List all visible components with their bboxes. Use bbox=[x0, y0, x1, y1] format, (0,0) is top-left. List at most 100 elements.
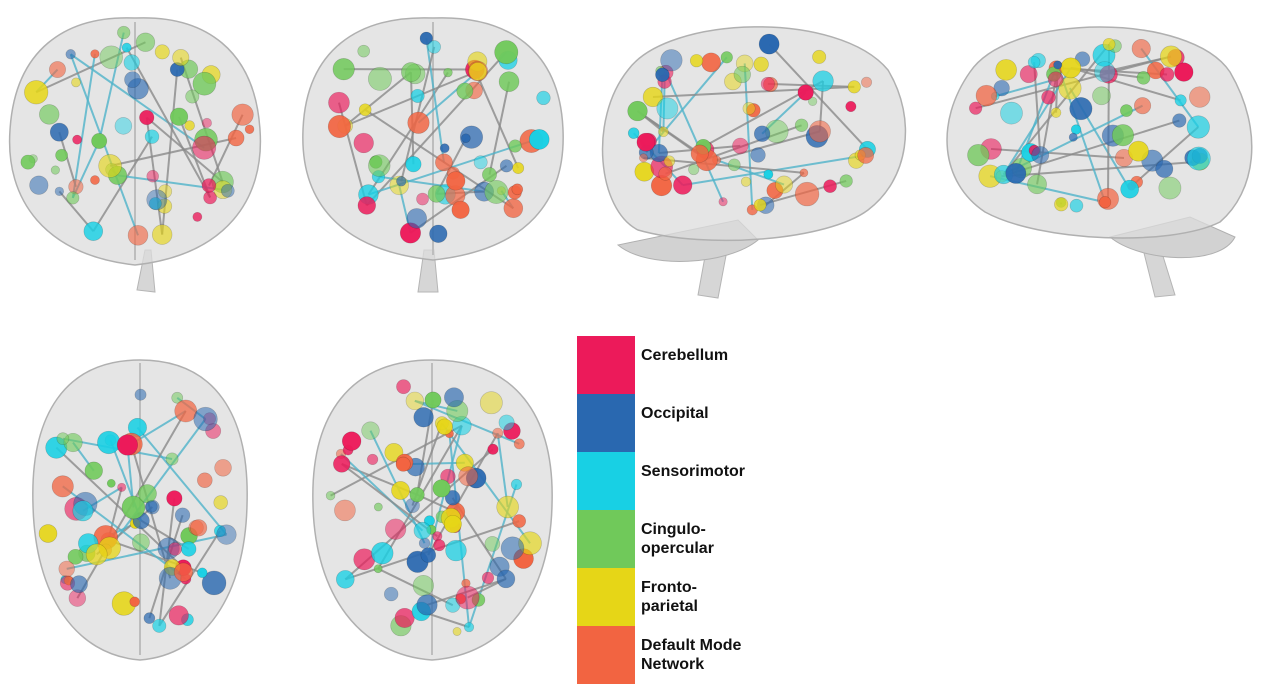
brain-node bbox=[21, 155, 35, 169]
brain-node bbox=[440, 144, 449, 153]
brain-node bbox=[115, 117, 132, 134]
brain-node bbox=[628, 101, 648, 121]
brain-node bbox=[396, 457, 410, 471]
brain-node bbox=[1159, 177, 1181, 199]
brain-node bbox=[824, 180, 837, 193]
brain-node bbox=[456, 586, 479, 609]
legend-item-sensorimotor: Sensorimotor bbox=[577, 452, 777, 510]
brain-node bbox=[153, 619, 166, 632]
brain-node bbox=[446, 540, 467, 561]
brain-node bbox=[84, 222, 103, 241]
brain-node bbox=[719, 197, 727, 205]
brain-node bbox=[408, 112, 430, 134]
brain-node bbox=[396, 380, 410, 394]
brain-node bbox=[485, 180, 508, 203]
brain-node bbox=[474, 156, 487, 169]
brain-node bbox=[812, 50, 825, 63]
brain-node bbox=[86, 544, 107, 565]
brain-node bbox=[488, 444, 499, 455]
brain-node bbox=[67, 192, 79, 204]
brain-node bbox=[85, 462, 103, 480]
brain-node bbox=[1187, 147, 1210, 170]
brain-node bbox=[215, 459, 232, 476]
brain-node bbox=[362, 422, 380, 440]
brain-node bbox=[661, 49, 683, 71]
brain-node bbox=[410, 487, 425, 502]
brain-node bbox=[342, 432, 361, 451]
brain-node bbox=[500, 160, 513, 173]
brain-node bbox=[728, 159, 740, 171]
brain-view-sagittal-right bbox=[930, 12, 1265, 300]
brain-node bbox=[1099, 196, 1111, 208]
legend-label-cingulo-opercular: Cingulo- opercular bbox=[641, 520, 781, 558]
brain-node bbox=[419, 538, 430, 549]
legend-swatch-occipital bbox=[577, 394, 635, 452]
brain-view-axial-top bbox=[305, 355, 560, 665]
brain-node bbox=[497, 570, 515, 588]
brain-node bbox=[509, 140, 522, 153]
brain-node bbox=[1175, 95, 1186, 106]
brain-node bbox=[425, 392, 441, 408]
legend-swatch-sensorimotor bbox=[577, 452, 635, 510]
brain-node bbox=[328, 115, 350, 137]
brain-node bbox=[73, 135, 82, 144]
brain-node bbox=[181, 542, 196, 557]
brain-node bbox=[485, 536, 500, 551]
brain-node bbox=[145, 130, 159, 144]
brain-node bbox=[125, 72, 141, 88]
brain-node bbox=[754, 199, 766, 211]
brain-node bbox=[124, 55, 140, 71]
brain-node bbox=[1027, 175, 1046, 194]
brain-node bbox=[417, 595, 437, 615]
brain-node bbox=[1061, 58, 1081, 78]
brain-node bbox=[529, 129, 549, 149]
brain-node bbox=[659, 167, 672, 180]
brain-node bbox=[128, 225, 148, 245]
brain-node bbox=[51, 166, 60, 175]
legend-swatch-fronto-parietal bbox=[577, 568, 635, 626]
brain-node bbox=[152, 225, 172, 245]
brain-node bbox=[197, 473, 212, 488]
brain-node bbox=[754, 57, 769, 72]
brain-node bbox=[395, 608, 414, 627]
brain-node bbox=[469, 62, 487, 80]
brain-node bbox=[759, 34, 779, 54]
brain-node bbox=[1132, 39, 1151, 58]
brain-node bbox=[453, 627, 461, 635]
brain-node bbox=[55, 187, 64, 196]
brain-node bbox=[968, 144, 990, 166]
brain-node bbox=[1175, 63, 1194, 82]
brain-node bbox=[175, 508, 190, 523]
brain-node bbox=[414, 407, 434, 427]
brain-node bbox=[202, 179, 216, 193]
brain-node bbox=[1006, 163, 1026, 183]
brain-node bbox=[91, 50, 100, 59]
brain-node bbox=[169, 542, 182, 555]
brain-node bbox=[56, 149, 68, 161]
brain-node bbox=[194, 407, 218, 431]
brain-node bbox=[192, 136, 215, 159]
brain-node bbox=[416, 193, 428, 205]
brain-node bbox=[135, 389, 146, 400]
brain-node bbox=[495, 40, 518, 63]
brain-node bbox=[117, 483, 125, 491]
brain-node bbox=[1054, 61, 1062, 69]
brain-node bbox=[130, 597, 140, 607]
brain-node bbox=[504, 199, 523, 218]
brain-node bbox=[1103, 38, 1115, 50]
legend-swatch-cerebellum bbox=[577, 336, 635, 394]
brain-node bbox=[1173, 114, 1187, 128]
brain-node bbox=[396, 176, 406, 186]
brain-node bbox=[754, 126, 770, 142]
brain-node bbox=[1042, 90, 1056, 104]
brain-node bbox=[452, 201, 469, 218]
brain-node bbox=[1069, 133, 1077, 141]
brain-node bbox=[764, 170, 773, 179]
brain-node bbox=[457, 83, 473, 99]
brain-node bbox=[499, 72, 519, 92]
brain-node bbox=[39, 525, 57, 543]
brain-node bbox=[858, 147, 874, 163]
brain-node bbox=[480, 392, 502, 414]
brain-node bbox=[385, 519, 406, 540]
brain-node bbox=[334, 500, 355, 521]
